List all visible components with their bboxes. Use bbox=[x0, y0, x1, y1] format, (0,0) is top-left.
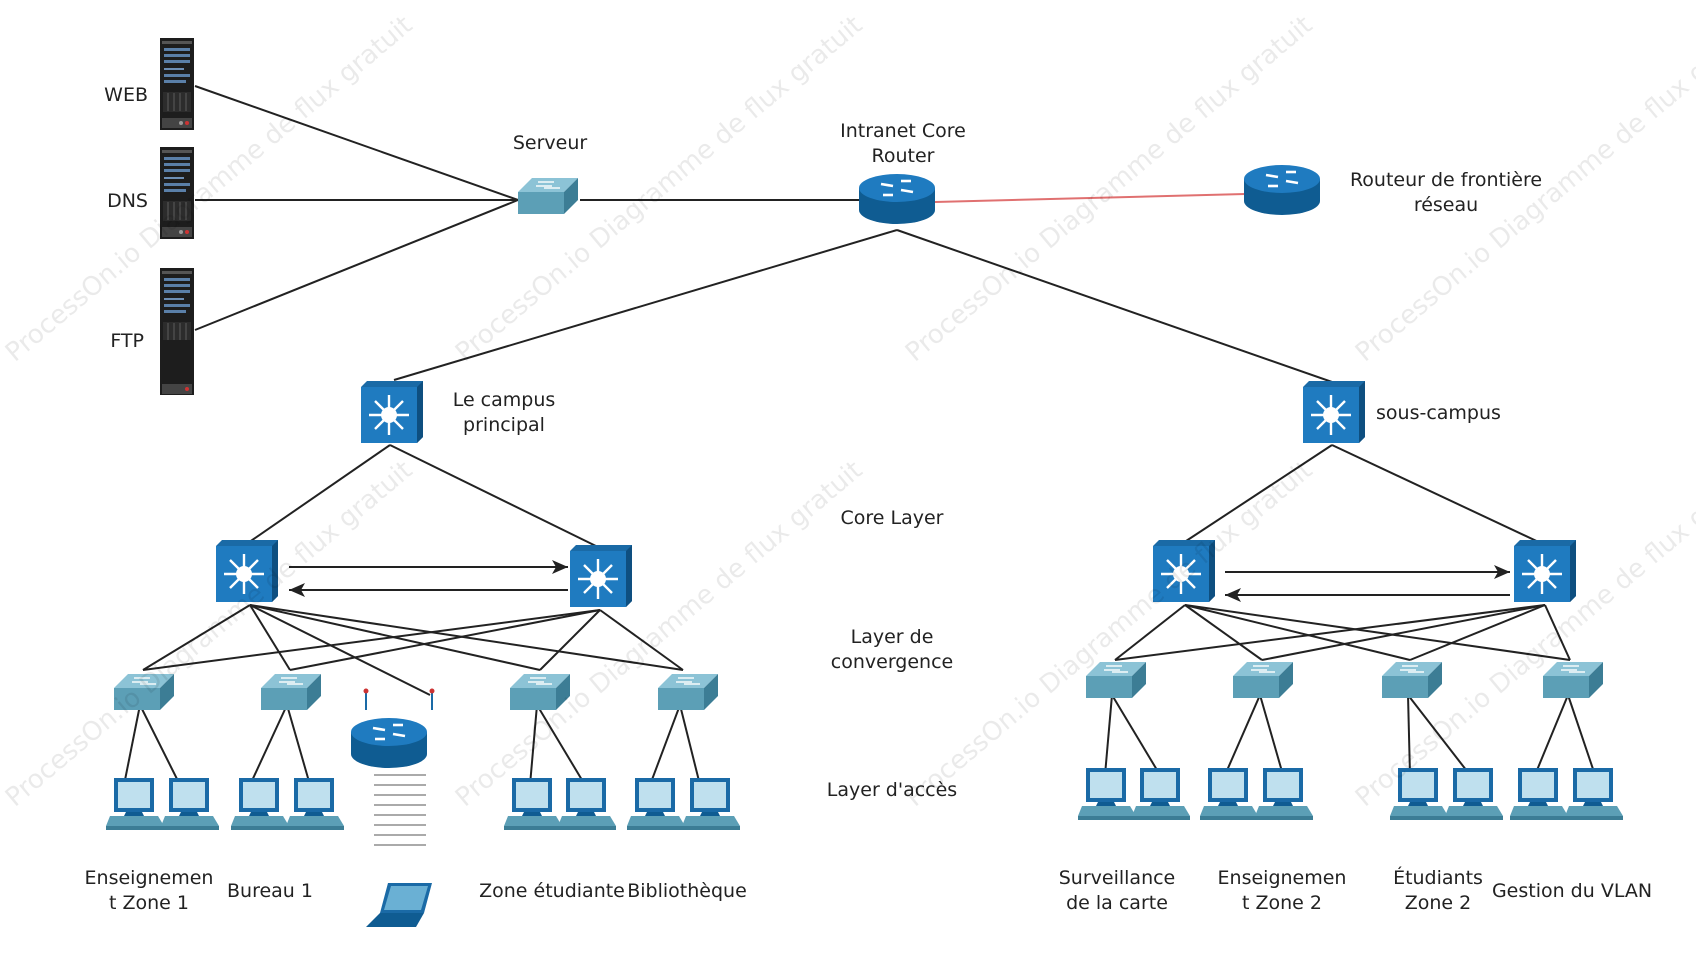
zone-enseignement-1-line2: t Zone 1 bbox=[108, 892, 189, 914]
right-access-switch-3-icon bbox=[1381, 661, 1443, 699]
campus-main-label-line1: Le campus bbox=[452, 389, 556, 411]
pc-icon bbox=[1200, 768, 1258, 820]
core-router-label: Intranet Core Router bbox=[840, 119, 966, 169]
dns-label: DNS bbox=[107, 190, 148, 212]
laptop-icon bbox=[366, 883, 432, 927]
pc-icon bbox=[106, 778, 164, 830]
convergence-layer-label: Layer de convergence bbox=[831, 625, 953, 675]
zone-etudiants-2-line2: Zone 2 bbox=[1404, 892, 1472, 914]
left-access-switch-4-icon bbox=[657, 673, 719, 711]
access-layer-label: Layer d'accès bbox=[826, 779, 958, 801]
pc-icon bbox=[1078, 768, 1136, 820]
zone-enseignement-1-line1: Enseignemen bbox=[84, 867, 214, 889]
right-access-switch-2-icon bbox=[1232, 661, 1294, 699]
zone-vlan-label: Gestion du VLAN bbox=[1491, 880, 1653, 902]
wireless-ap bbox=[363, 688, 435, 846]
pc-icon bbox=[1510, 768, 1568, 820]
web-label: WEB bbox=[104, 84, 148, 106]
zone-enseignement-2-line2: t Zone 2 bbox=[1241, 892, 1322, 914]
pc-icon bbox=[161, 778, 219, 830]
core-router-label-line2: Router bbox=[871, 145, 935, 167]
wireless-router-icon bbox=[349, 716, 429, 770]
campus-main-switch-icon bbox=[359, 379, 425, 445]
zone-surveillance-line2: de la carte bbox=[1066, 892, 1168, 914]
zone-enseignement-2-label: Enseignemen t Zone 2 bbox=[1218, 866, 1347, 916]
right-convergence-switch-2-icon bbox=[1512, 538, 1578, 604]
web-server-icon bbox=[159, 37, 195, 131]
pc-icon bbox=[1255, 768, 1313, 820]
campus-main-label: Le campus principal bbox=[453, 388, 556, 438]
pc-icon bbox=[1565, 768, 1623, 820]
core-layer-label: Core Layer bbox=[840, 507, 944, 529]
zone-etudiante-label: Zone étudiante bbox=[479, 880, 625, 902]
border-router-label-line1: Routeur de frontière bbox=[1349, 169, 1543, 191]
link-arrowheads bbox=[289, 560, 1510, 602]
zone-etudiants-2-label: Étudiants Zone 2 bbox=[1393, 866, 1483, 916]
sub-campus-label: sous-campus bbox=[1376, 402, 1501, 424]
zone-bibliotheque-label: Bibliothèque bbox=[627, 880, 747, 902]
zone-bureau-1-label: Bureau 1 bbox=[227, 880, 313, 902]
convergence-layer-label-line2: convergence bbox=[830, 651, 954, 673]
left-convergence-switch-2-icon bbox=[568, 543, 634, 609]
left-access-switch-2-icon bbox=[260, 673, 322, 711]
border-router-label-line2: réseau bbox=[1413, 194, 1479, 216]
serveur-switch-icon bbox=[517, 177, 579, 215]
pc-icon bbox=[231, 778, 289, 830]
pc-icon bbox=[627, 778, 685, 830]
zone-enseignement-1-label: Enseignemen t Zone 1 bbox=[85, 866, 214, 916]
pc-icon bbox=[558, 778, 616, 830]
wan-link bbox=[934, 193, 1246, 203]
zone-surveillance-label: Surveillance de la carte bbox=[1059, 866, 1176, 916]
connection-lines bbox=[123, 85, 1596, 786]
right-access-switch-1-icon bbox=[1085, 661, 1147, 699]
zone-surveillance-line1: Surveillance bbox=[1058, 867, 1176, 889]
pc-icon bbox=[286, 778, 344, 830]
zone-enseignement-2-line1: Enseignemen bbox=[1217, 867, 1347, 889]
sub-campus-switch-icon bbox=[1301, 379, 1367, 445]
pc-icon bbox=[1445, 768, 1503, 820]
zone-etudiants-2-line1: Étudiants bbox=[1393, 867, 1483, 889]
border-router-icon bbox=[1242, 163, 1322, 217]
convergence-layer-label-line1: Layer de bbox=[850, 626, 934, 648]
pc-icon bbox=[682, 778, 740, 830]
campus-main-label-line2: principal bbox=[463, 414, 545, 436]
border-router-label: Routeur de frontière réseau bbox=[1350, 168, 1542, 218]
pc-icon bbox=[504, 778, 562, 830]
right-access-switch-4-icon bbox=[1542, 661, 1604, 699]
pc-icon bbox=[1132, 768, 1190, 820]
ftp-label: FTP bbox=[110, 330, 144, 352]
core-router-label-line1: Intranet Core bbox=[840, 120, 966, 142]
core-router-icon bbox=[857, 172, 937, 226]
serveur-label: Serveur bbox=[512, 132, 588, 154]
